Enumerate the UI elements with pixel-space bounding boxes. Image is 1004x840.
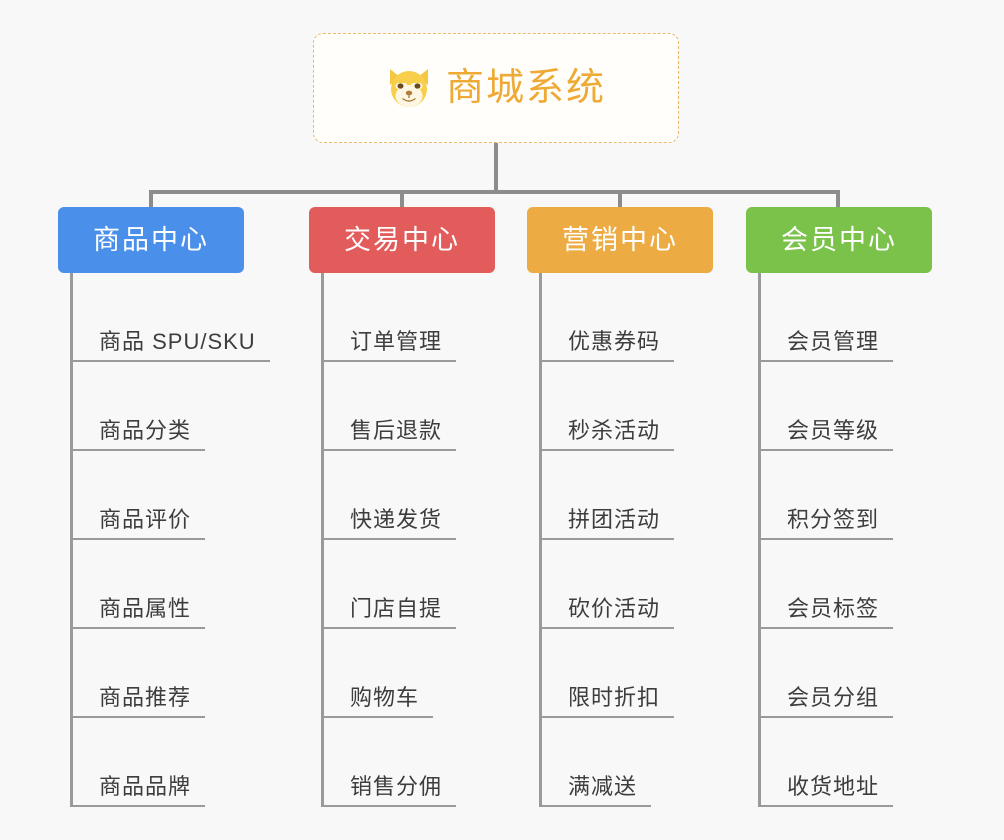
list-item[interactable]: 会员分组 [761,629,976,718]
leaf-label: 商品分类 [73,418,206,451]
list-item[interactable]: 商品推荐 [73,629,288,718]
list-item[interactable]: 拼团活动 [542,451,757,540]
list-item[interactable]: 售后退款 [324,362,539,451]
category-header-trade-center[interactable]: 交易中心 [309,207,495,273]
root-title: 商城系统 [445,67,606,109]
leaf-label: 积分签到 [761,507,894,540]
column-trade-center: 交易中心 订单管理 售后退款 快递发货 门店自提 购物车 销售分佣 [309,207,539,807]
leaf-label: 门店自提 [324,596,457,629]
column-marketing-center: 营销中心 优惠券码 秒杀活动 拼团活动 砍价活动 限时折扣 满减送 [527,207,757,807]
list-item[interactable]: 购物车 [324,629,539,718]
leaf-label: 拼团活动 [542,507,675,540]
leaf-label: 限时折扣 [542,685,675,718]
connector-root-stem [494,143,498,193]
root-node[interactable]: 商城系统 [313,33,679,143]
leaf-label: 商品评价 [73,507,206,540]
list-item[interactable]: 满减送 [542,718,757,807]
list-item[interactable]: 商品 SPU/SKU [73,273,288,362]
leaf-label: 优惠券码 [542,329,675,362]
category-label: 营销中心 [562,224,678,255]
leaf-label: 商品品牌 [73,774,206,807]
list-item[interactable]: 销售分佣 [324,718,539,807]
leaf-label: 快递发货 [324,507,457,540]
leaf-label: 商品推荐 [73,685,206,718]
leaf-label: 购物车 [324,685,434,718]
leaf-spine-4: 会员管理 会员等级 积分签到 会员标签 会员分组 收货地址 [758,273,976,807]
connector-drop-1 [149,190,153,210]
list-item[interactable]: 门店自提 [324,540,539,629]
column-product-center: 商品中心 商品 SPU/SKU 商品分类 商品评价 商品属性 商品推荐 商品品牌 [58,207,288,807]
leaf-label: 砍价活动 [542,596,675,629]
list-item[interactable]: 积分签到 [761,451,976,540]
leaf-spine-1: 商品 SPU/SKU 商品分类 商品评价 商品属性 商品推荐 商品品牌 [70,273,288,807]
leaf-label: 售后退款 [324,418,457,451]
leaf-spine-2: 订单管理 售后退款 快递发货 门店自提 购物车 销售分佣 [321,273,539,807]
shiba-dog-icon [389,69,428,107]
leaf-label: 商品 SPU/SKU [73,329,270,362]
list-item[interactable]: 优惠券码 [542,273,757,362]
leaf-label: 销售分佣 [324,774,457,807]
list-item[interactable]: 砍价活动 [542,540,757,629]
list-item[interactable]: 商品分类 [73,362,288,451]
list-item[interactable]: 商品属性 [73,540,288,629]
leaf-label: 满减送 [542,774,652,807]
list-item[interactable]: 订单管理 [324,273,539,362]
leaf-label: 商品属性 [73,596,206,629]
leaf-label: 会员管理 [761,329,894,362]
column-member-center: 会员中心 会员管理 会员等级 积分签到 会员标签 会员分组 收货地址 [746,207,976,807]
leaf-label: 会员等级 [761,418,894,451]
list-item[interactable]: 商品评价 [73,451,288,540]
category-label: 商品中心 [93,224,209,255]
list-item[interactable]: 快递发货 [324,451,539,540]
leaf-label: 会员分组 [761,685,894,718]
leaf-spine-3: 优惠券码 秒杀活动 拼团活动 砍价活动 限时折扣 满减送 [539,273,757,807]
category-label: 会员中心 [781,224,897,255]
connector-horizontal-bar [149,190,840,194]
list-item[interactable]: 收货地址 [761,718,976,807]
leaf-label: 订单管理 [324,329,457,362]
leaf-label: 收货地址 [761,774,894,807]
leaf-label: 秒杀活动 [542,418,675,451]
list-item[interactable]: 秒杀活动 [542,362,757,451]
connector-drop-3 [618,190,622,210]
category-label: 交易中心 [344,224,460,255]
category-header-product-center[interactable]: 商品中心 [58,207,244,273]
list-item[interactable]: 限时折扣 [542,629,757,718]
list-item[interactable]: 会员标签 [761,540,976,629]
connector-drop-2 [400,190,404,210]
category-header-member-center[interactable]: 会员中心 [746,207,932,273]
list-item[interactable]: 会员等级 [761,362,976,451]
connector-drop-4 [836,190,840,210]
list-item[interactable]: 会员管理 [761,273,976,362]
leaf-label: 会员标签 [761,596,894,629]
list-item[interactable]: 商品品牌 [73,718,288,807]
category-header-marketing-center[interactable]: 营销中心 [527,207,713,273]
